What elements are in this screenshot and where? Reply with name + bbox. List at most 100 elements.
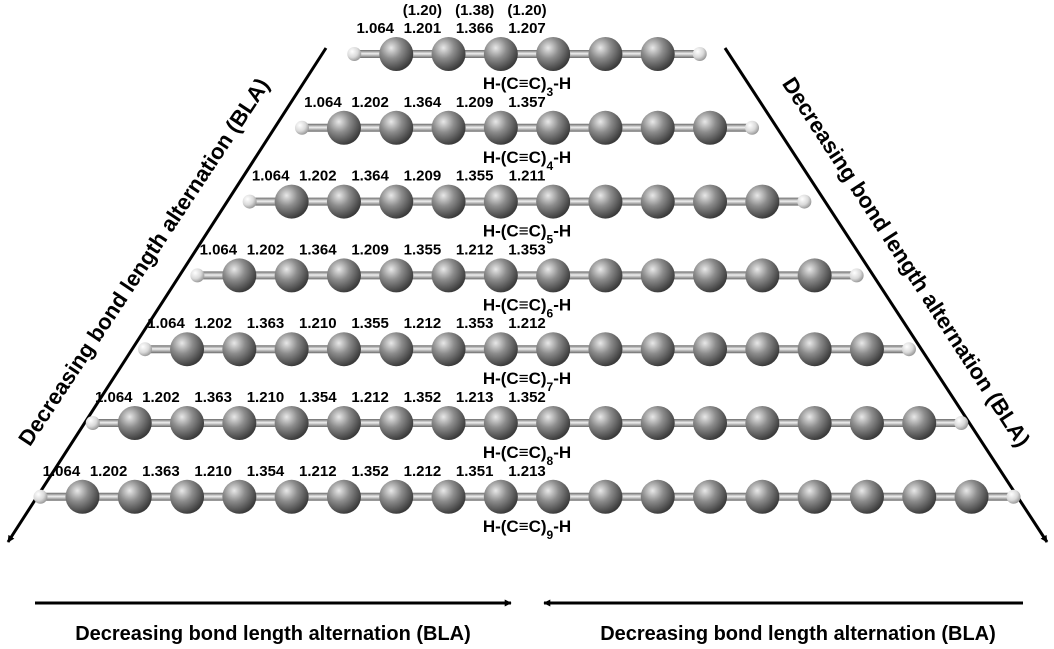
carbon-atom (379, 37, 414, 71)
hydrogen-atom (954, 416, 969, 430)
carbon-atom (483, 406, 518, 440)
bond-length-label: 1.064 (356, 20, 394, 37)
bond-length-label: 1.357 (508, 94, 546, 111)
carbon-atom (379, 332, 414, 367)
bond-length-label: 1.364 (351, 168, 389, 185)
carbon-atom (326, 406, 361, 440)
carbon-atom (431, 332, 466, 367)
reference-value-label: (1.38) (455, 2, 494, 19)
bond-length-label: 1.064 (200, 241, 238, 258)
bond-length-label: 1.209 (404, 168, 442, 185)
carbon-atom (274, 332, 309, 367)
carbon-atom (170, 406, 205, 440)
carbon-atom (65, 479, 100, 514)
bond-length-label: 1.364 (299, 241, 337, 258)
bond-length-label: 1.212 (508, 315, 546, 332)
carbon-atom (588, 479, 623, 514)
bond-length-label: 1.210 (299, 315, 337, 332)
carbon-atom (640, 110, 675, 145)
molecule-formula: H-(C≡C)4-H (483, 148, 571, 173)
bond-length-label: 1.355 (351, 315, 389, 332)
carbon-atom (431, 110, 466, 145)
hydrogen-atom (242, 194, 257, 209)
molecule-formula: H-(C≡C)6-H (483, 295, 571, 320)
bond-length-label: 1.354 (247, 463, 285, 480)
carbon-atom (640, 479, 675, 514)
carbon-atom (379, 110, 414, 145)
molecule-formula: H-(C≡C)3-H (483, 74, 571, 99)
hydrogen-atom (1006, 489, 1021, 504)
bond-length-label: 1.352 (508, 389, 546, 406)
carbon-atom (222, 406, 257, 440)
bond-length-label: 1.209 (456, 94, 494, 111)
carbon-atom (902, 406, 937, 440)
carbon-atom (588, 332, 623, 367)
carbon-atom (745, 332, 780, 367)
bond-length-label: 1.064 (252, 168, 290, 185)
bond-backbone (92, 419, 962, 427)
carbon-atom (693, 406, 728, 440)
carbon-atom (954, 479, 989, 514)
carbon-atom (222, 479, 257, 514)
carbon-atom (640, 37, 675, 71)
carbon-atom (483, 110, 518, 145)
carbon-atom (536, 184, 571, 219)
carbon-atom (797, 406, 832, 440)
carbon-atom (745, 406, 780, 440)
carbon-atom (797, 332, 832, 367)
bond-length-label: 1.202 (351, 94, 389, 111)
carbon-atom (536, 332, 571, 367)
carbon-atom (483, 37, 518, 71)
right-diagonal-arrow (723, 47, 1049, 543)
bond-length-label: 1.209 (351, 241, 389, 258)
carbon-atom (170, 479, 205, 514)
carbon-atom (483, 332, 518, 367)
bond-length-label: 1.363 (194, 389, 232, 406)
carbon-atom (274, 184, 309, 219)
bond-length-label: 1.212 (404, 315, 442, 332)
molecule-formula: H-(C≡C)8-H (483, 443, 571, 468)
bond-length-label: 1.207 (508, 20, 546, 37)
carbon-atom (483, 258, 518, 293)
bond-length-label: 1.210 (194, 463, 232, 480)
carbon-atom (431, 479, 466, 514)
carbon-atom (588, 258, 623, 293)
bottom-left-label: Decreasing bond length alternation (BLA) (75, 623, 471, 645)
hydrogen-atom (294, 120, 309, 135)
carbon-atom (379, 258, 414, 293)
bond-length-label: 1.352 (351, 463, 389, 480)
bond-length-label: 1.355 (404, 241, 442, 258)
carbon-atom (536, 258, 571, 293)
carbon-atom (693, 184, 728, 219)
carbon-atom (326, 258, 361, 293)
carbon-atom (274, 258, 309, 293)
carbon-atom (222, 332, 257, 367)
carbon-atom (379, 406, 414, 440)
carbon-atom (536, 110, 571, 145)
carbon-atom (431, 258, 466, 293)
bond-length-label: 1.202 (194, 315, 232, 332)
bond-length-label: 1.202 (142, 389, 180, 406)
bond-length-label: 1.354 (299, 389, 337, 406)
bond-length-label: 1.363 (247, 315, 285, 332)
carbon-atom (170, 332, 205, 367)
bond-length-label: 1.064 (304, 94, 342, 111)
carbon-atom (849, 332, 884, 367)
molecule-formula: H-(C≡C)7-H (483, 369, 571, 394)
carbon-atom (693, 110, 728, 145)
hydrogen-atom (692, 47, 707, 61)
hydrogen-atom (190, 268, 205, 283)
bond-length-label: 1.366 (456, 20, 494, 37)
bond-length-label: 1.064 (43, 463, 81, 480)
carbon-atom (745, 184, 780, 219)
carbon-atom (326, 479, 361, 514)
reference-value-label: (1.20) (507, 2, 546, 19)
carbon-atom (117, 479, 152, 514)
carbon-atom (431, 184, 466, 219)
